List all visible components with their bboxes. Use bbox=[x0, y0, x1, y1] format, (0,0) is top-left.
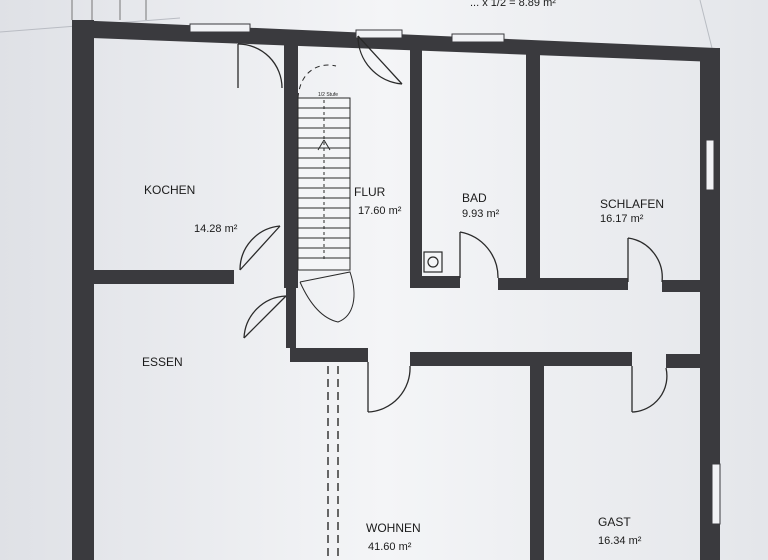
dashed-opening-lines bbox=[327, 366, 339, 560]
wall-bad-bottom bbox=[410, 276, 460, 288]
wall-outer-left bbox=[72, 20, 94, 560]
paper-edge-right bbox=[699, 0, 713, 49]
wall-bad-schlafen bbox=[526, 50, 540, 282]
walls bbox=[72, 20, 720, 560]
room-schlafen-name: SCHLAFEN bbox=[600, 197, 664, 211]
room-bad-area: 9.93 m² bbox=[462, 208, 500, 220]
door-kochen-bottom bbox=[239, 225, 281, 271]
windows bbox=[189, 23, 721, 525]
room-kochen-area: 14.28 m² bbox=[194, 223, 238, 235]
wall-corridor-bottom-a bbox=[290, 348, 368, 362]
door-gast bbox=[631, 366, 668, 413]
window-flur bbox=[355, 29, 403, 39]
bath-fixture-icon bbox=[423, 251, 443, 273]
window-bad bbox=[451, 33, 505, 43]
top-dimension-lines bbox=[71, 0, 147, 20]
door-wohnen bbox=[367, 362, 411, 413]
door-bad bbox=[459, 231, 499, 279]
stair-arrow bbox=[317, 139, 331, 151]
wall-kochen-right bbox=[284, 38, 298, 288]
wall-essen-stub bbox=[286, 288, 296, 348]
room-wohnen-area: 41.60 m² bbox=[368, 541, 412, 553]
window-schlafen bbox=[705, 139, 715, 191]
doors bbox=[237, 35, 668, 413]
room-kochen-name: KOCHEN bbox=[144, 183, 195, 197]
wall-corridor-bottom-c bbox=[666, 354, 702, 368]
wall-schlafen-bottom bbox=[662, 280, 702, 292]
room-labels: KOCHEN 14.28 m² FLUR 17.60 m² BAD 9.93 m… bbox=[142, 183, 664, 553]
room-bad-name: BAD bbox=[462, 191, 487, 205]
room-schlafen-area: 16.17 m² bbox=[600, 213, 644, 225]
window-kochen bbox=[189, 23, 251, 33]
wall-corridor-bottom-b bbox=[410, 352, 632, 366]
room-essen-name: ESSEN bbox=[142, 355, 183, 369]
door-flur-top bbox=[357, 35, 403, 85]
stair-lower-swing bbox=[299, 271, 355, 323]
room-gast-name: GAST bbox=[598, 515, 631, 529]
wall-outer-right bbox=[700, 48, 720, 560]
room-wohnen-name: WOHNEN bbox=[366, 521, 421, 535]
wall-bad-bottom-2 bbox=[498, 278, 628, 290]
header-fragment: ... x 1/2 = 8.89 m² bbox=[470, 0, 556, 9]
room-gast-area: 16.34 m² bbox=[598, 535, 642, 547]
room-flur-area: 17.60 m² bbox=[358, 205, 402, 217]
door-essen bbox=[243, 295, 287, 339]
room-flur-name: FLUR bbox=[354, 185, 386, 199]
wall-bad-left bbox=[410, 44, 422, 284]
window-gast bbox=[711, 463, 721, 525]
wall-wohnen-gast bbox=[530, 366, 544, 560]
door-schlafen bbox=[627, 237, 663, 283]
wall-kochen-essen bbox=[94, 270, 234, 284]
stair-note: 1/2 Stufe bbox=[318, 92, 338, 98]
staircase: 1/2 Stufe bbox=[297, 64, 355, 323]
door-kochen-top bbox=[237, 43, 283, 89]
